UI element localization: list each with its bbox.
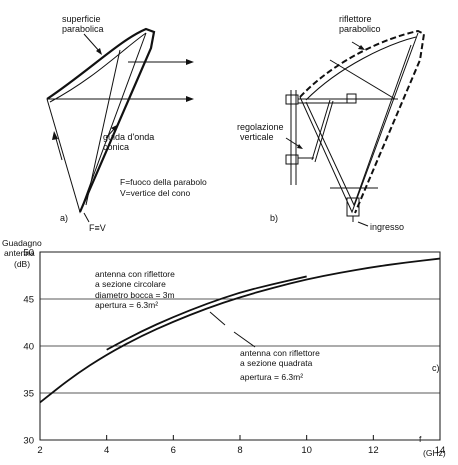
square-leader: [233, 331, 256, 348]
circular-annotation-4: apertura = 6.3m²: [95, 300, 158, 310]
strut-right: [311, 99, 331, 161]
parabolic-surface: [46, 27, 156, 213]
axis-up-arrow: [52, 131, 58, 140]
x-tick-label: 12: [368, 445, 379, 456]
surface-label-2: parabolica: [62, 24, 104, 34]
x-axis-label-1: f: [419, 434, 422, 444]
x-tick-label: 4: [104, 445, 109, 456]
y-axis-label-3: (dB): [14, 259, 30, 269]
adjust-leader: [285, 137, 301, 148]
diag-strut: [329, 59, 396, 100]
strut-right-2: [314, 100, 334, 163]
apex-label: F≡V: [89, 223, 106, 233]
circular-annotation-2: a sezione circolare: [95, 279, 166, 289]
series-line-1: [39, 257, 441, 404]
focus-legend-2: V=vertice del cono: [120, 188, 190, 198]
focus-legend-1: F=fuoco della parabolo: [120, 177, 207, 187]
y-tick-label: 40: [23, 342, 34, 353]
adjust-label-1: regolazione: [237, 122, 284, 132]
square-annotation-3: apertura = 6.3m²: [240, 372, 303, 382]
panel-c-label: c): [432, 363, 440, 373]
tick-layer: 30 35 40 45 50 2 4 6 8 10 12 14: [23, 248, 445, 457]
reflector-label-1: riflettore: [339, 14, 372, 24]
reflector-cone-inner: [305, 44, 412, 207]
x-tick-label: 2: [37, 445, 42, 456]
series-layer: [39, 257, 441, 404]
ray-top-arrow: [186, 59, 194, 65]
input-label: ingresso: [370, 222, 404, 232]
x-tick-label: 10: [301, 445, 312, 456]
guide-label-2: conica: [103, 142, 129, 152]
panel-b-drawing: [285, 29, 426, 227]
adjust-leader-arrow: [297, 144, 303, 149]
surface-leader-arrow: [96, 48, 102, 55]
panel-b-label: b): [270, 213, 278, 223]
vertex-leader: [83, 212, 90, 223]
y-tick-label: 45: [23, 295, 34, 306]
input-leader: [357, 221, 369, 227]
y-axis-label-1: Guadagno: [2, 238, 42, 248]
reflector-cone: [299, 32, 419, 214]
guide-label-1: guida d'onda: [103, 132, 154, 142]
series-line-2: [106, 275, 307, 351]
circular-annotation-1: antenna con riflettore: [95, 269, 175, 279]
gain-chart: 30 35 40 45 50 2 4 6 8 10 12 14: [23, 248, 445, 457]
surface-leader: [83, 33, 101, 53]
reflector-outline: [299, 29, 426, 214]
x-tick-label: 6: [171, 445, 176, 456]
parabolic-surface-inner: [49, 32, 147, 103]
square-annotation-1: antenna con riflettore: [240, 348, 320, 358]
conical-guide-inner: [85, 49, 121, 206]
y-tick-label: 50: [23, 248, 34, 259]
guide-leader-arrow: [111, 125, 117, 131]
x-tick-label: 8: [237, 445, 242, 456]
x-axis-label-2: (GHz): [423, 448, 446, 458]
circular-leader: [209, 311, 226, 326]
panel-a-drawing: [46, 27, 194, 223]
reflector-label-2: parabolico: [339, 24, 381, 34]
conical-guide: [46, 32, 147, 214]
reflector-leader-arrow: [358, 45, 365, 50]
x-tick-label: 14: [435, 445, 446, 456]
surface-label-1: superficie: [62, 14, 101, 24]
grid-layer: [39, 251, 441, 441]
circular-annotation-3: diametro bocca = 3m: [95, 290, 175, 300]
reflector-inner: [305, 36, 417, 101]
panel-a-label: a): [60, 213, 68, 223]
mast-bracket-bottom: [285, 154, 299, 165]
square-annotation-2: a sezione quadrata: [240, 358, 313, 368]
y-axis-label-2: antenna: [4, 248, 35, 258]
y-tick-label: 30: [23, 436, 34, 447]
y-tick-label: 35: [23, 389, 34, 400]
ray-bottom-arrow: [186, 96, 194, 102]
adjust-label-2: verticale: [240, 132, 274, 142]
